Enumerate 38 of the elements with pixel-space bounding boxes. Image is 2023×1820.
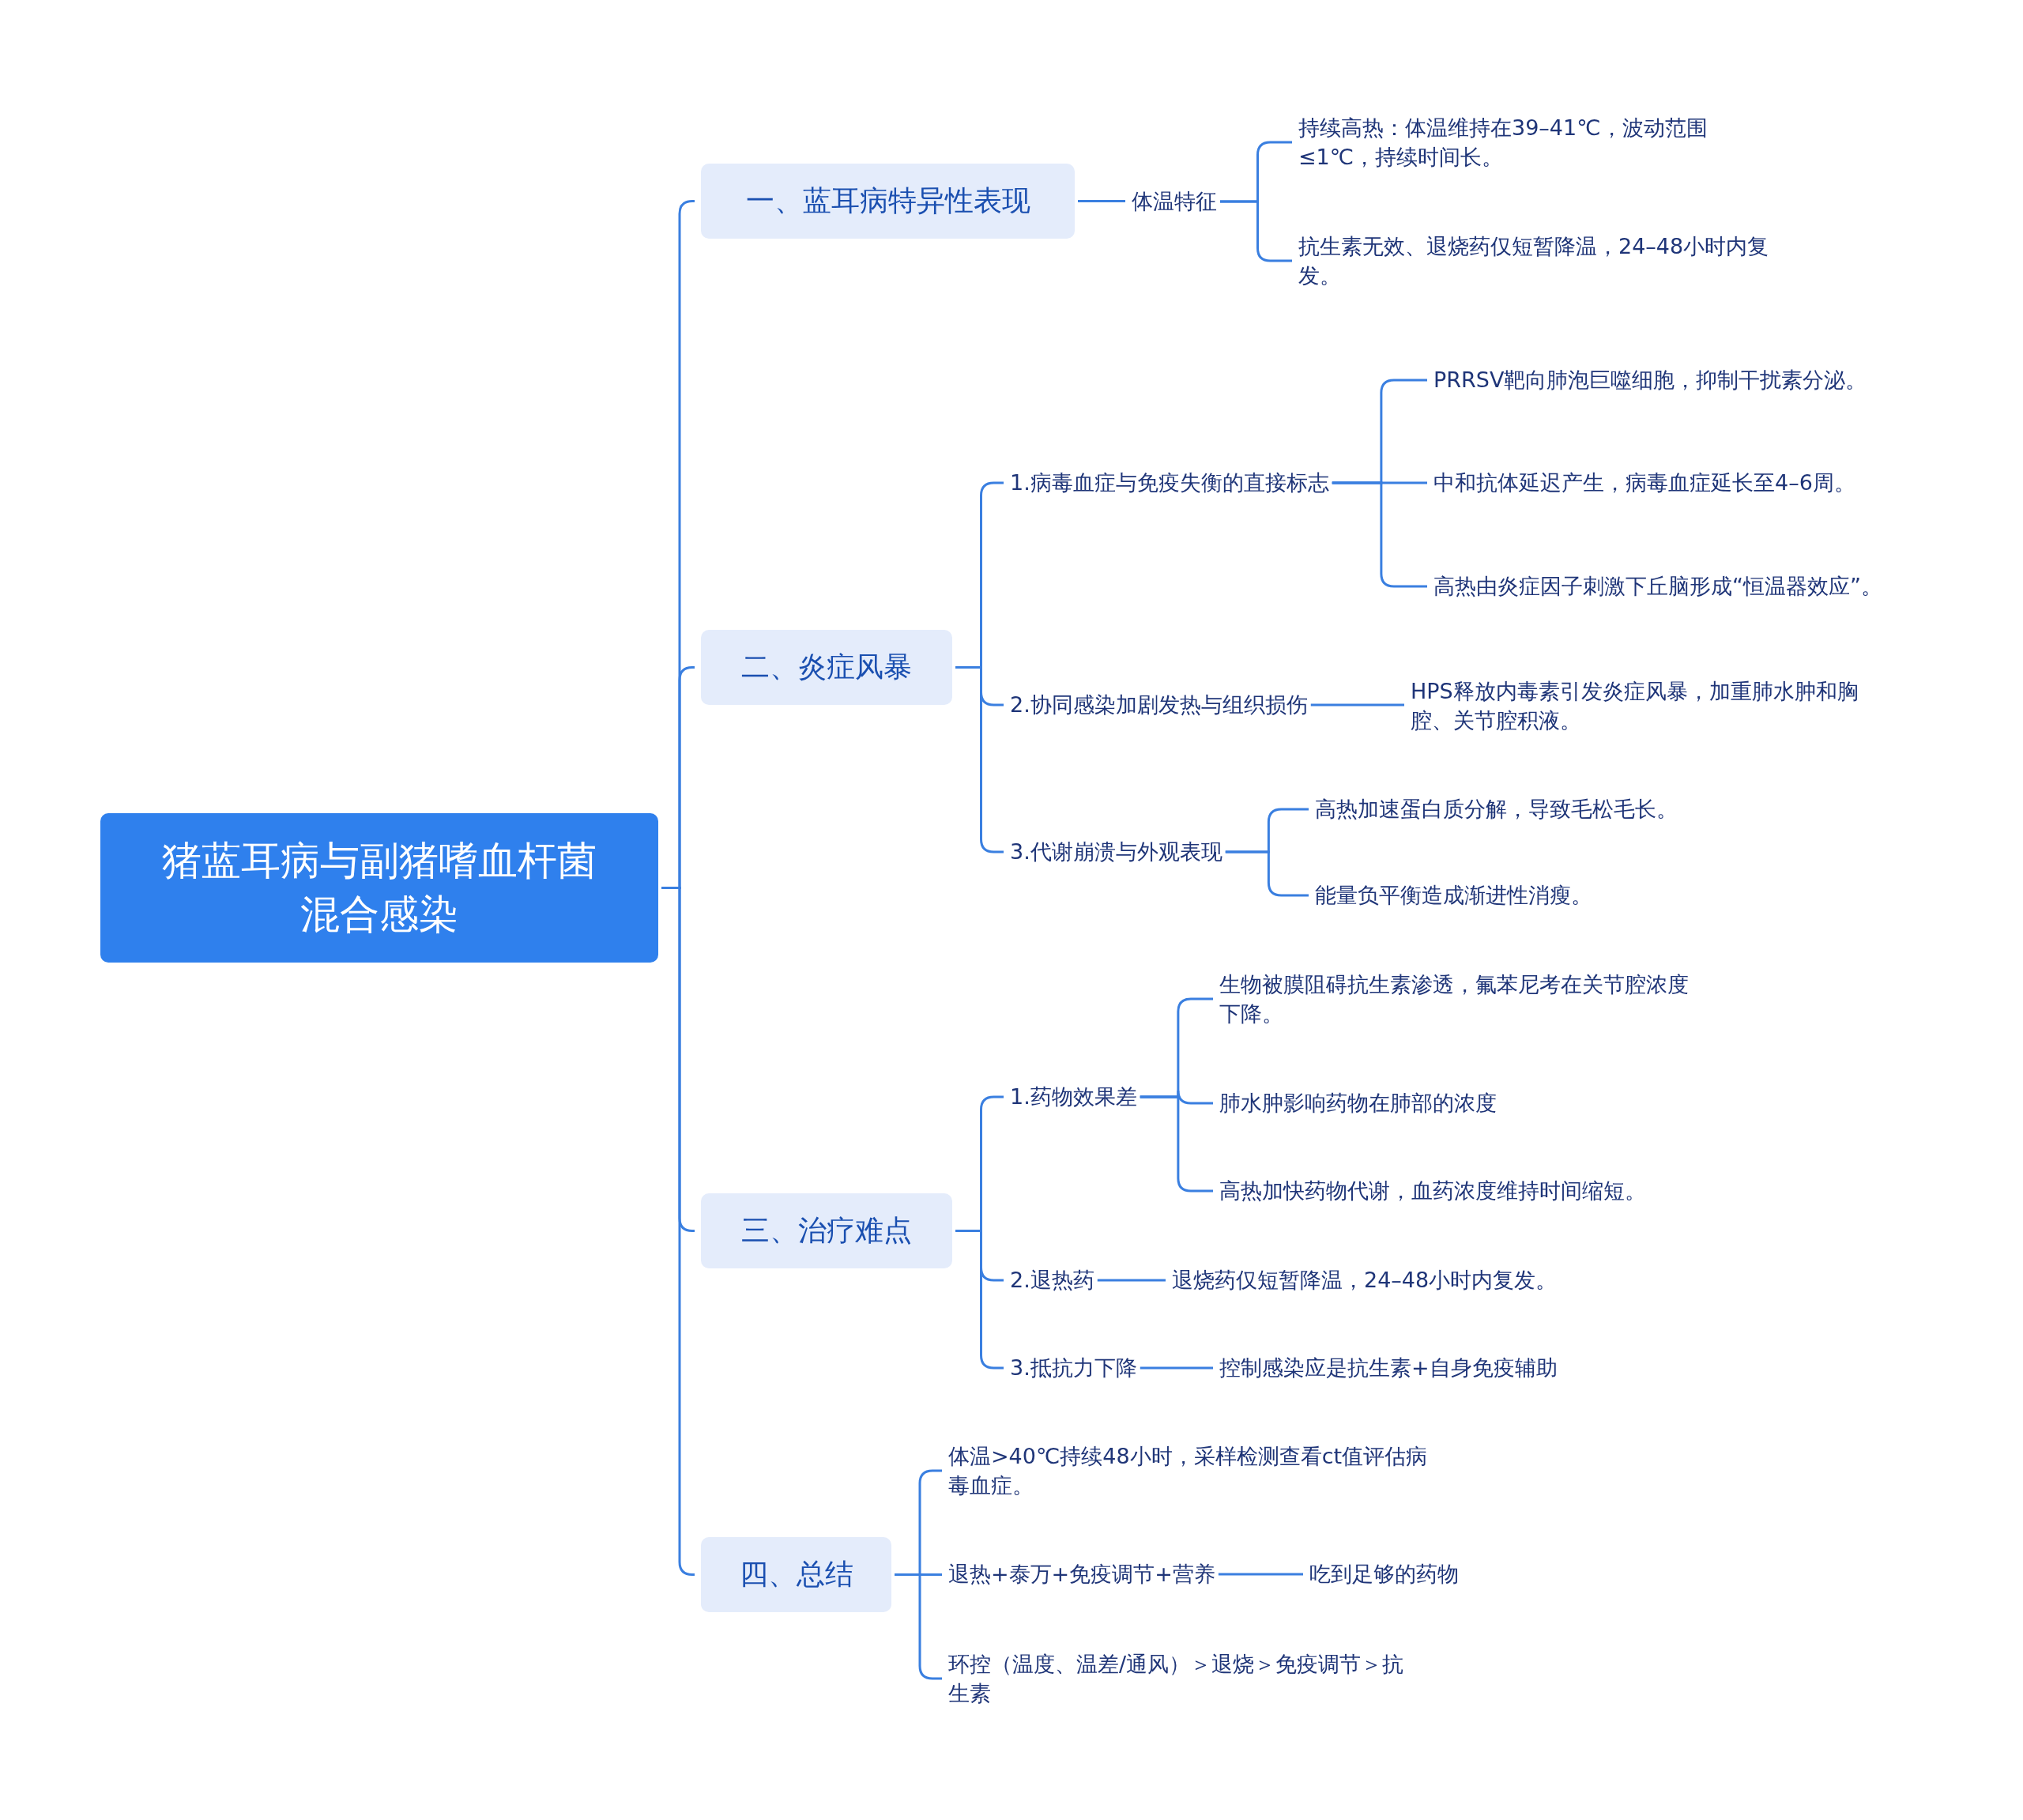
subtopic-text: 1.药物效果差: [1010, 1082, 1137, 1112]
subtopic-text: 控制感染应是抗生素+自身免疫辅助: [1219, 1353, 1558, 1383]
subtopic-text: 退烧药仅短暂降温，24–48小时内复发。: [1172, 1265, 1558, 1295]
subtopic-text: 3.代谢崩溃与外观表现: [1010, 837, 1222, 867]
main-topic-box: 一、蓝耳病特异性表现: [701, 164, 1075, 239]
connector-line: [1220, 200, 1292, 262]
connector-line: [1140, 1095, 1213, 1193]
subtopic-text: 中和抗体延迟产生，病毒血症延长至4–6周。: [1433, 468, 1855, 498]
subtopic-text: 退热+泰万+免疫调节+营养: [948, 1559, 1215, 1589]
connector-line: [1140, 1366, 1213, 1370]
central-topic-box: 猪蓝耳病与副猪嗜血杆菌混合感染: [100, 813, 658, 963]
subtopic-text: 持续高热：体温维持在39–41℃，波动范围≤1℃，持续时间长。: [1298, 112, 1772, 172]
subtopic-text: 2.协同感染加剧发热与组织损伤: [1010, 690, 1308, 720]
subtopic-text: 体温特征: [1132, 187, 1217, 217]
subtopic-text: 能量负平衡造成渐进性消瘦。: [1315, 880, 1592, 910]
main-topic-box: 四、总结: [701, 1537, 891, 1612]
main-topic-box: 二、炎症风暴: [701, 630, 952, 705]
subtopic-text: PRRSV靶向肺泡巨噬细胞，抑制干扰素分泌。: [1433, 365, 1916, 395]
subtopic-text: 抗生素无效、退烧药仅短暂降温，24–48小时内复发。: [1298, 231, 1772, 291]
main-topic-box: 三、治疗难点: [701, 1193, 952, 1268]
subtopic-text: 生物被膜阻碍抗生素渗透，氟苯尼考在关节腔浓度下降。: [1219, 969, 1701, 1029]
connector-line: [1218, 1573, 1303, 1576]
subtopic-text: 3.抵抗力下降: [1010, 1353, 1137, 1383]
subtopic-text: 高热加速蛋白质分解，导致毛松毛长。: [1315, 794, 1678, 824]
subtopic-text: 2.退热药: [1010, 1265, 1094, 1295]
subtopic-text: 高热由炎症因子刺激下丘脑形成“恒温器效应”。: [1433, 571, 1916, 601]
subtopic-text: 环控（温度、温差/通风）＞退烧＞免疫调节＞抗生素: [948, 1649, 1415, 1709]
subtopic-text: 肺水肿影响药物在肺部的浓度: [1219, 1088, 1497, 1118]
subtopic-text: HPS释放内毒素引发炎症风暴，加重肺水肿和胸腔、关节腔积液。: [1411, 676, 1893, 736]
connector-line: [1310, 703, 1404, 707]
subtopic-text: 高热加快药物代谢，血药浓度维持时间缩短。: [1219, 1176, 1646, 1206]
connector-line: [1097, 1279, 1166, 1282]
subtopic-text: 1.病毒血症与免疫失衡的直接标志: [1010, 468, 1329, 498]
connector-line: [1078, 200, 1125, 202]
connector-line: [1332, 481, 1427, 588]
subtopic-text: 吃到足够的药物: [1309, 1559, 1459, 1589]
connector-line: [1225, 850, 1309, 897]
subtopic-text: 体温>40℃持续48小时，采样检测查看ct值评估病毒血症。: [948, 1441, 1430, 1501]
